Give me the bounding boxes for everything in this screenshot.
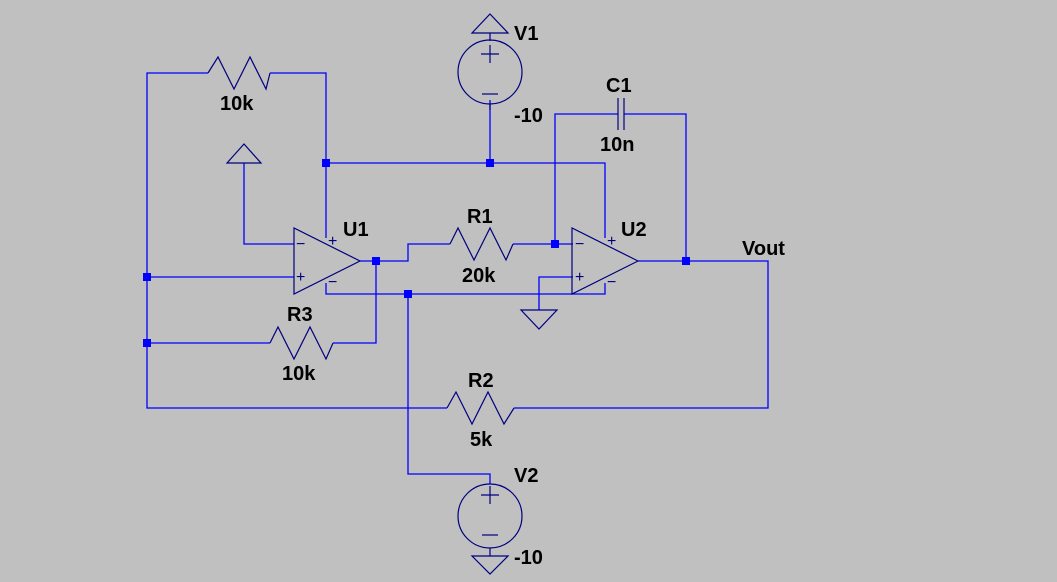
opamp-triangle-icon — [293, 227, 362, 295]
junction-dot — [322, 159, 330, 167]
wire-vout[interactable] — [514, 260, 769, 409]
wire-left-bus-top[interactable] — [146, 72, 208, 277]
wires — [146, 72, 769, 484]
wire-left-bus-bottom[interactable] — [146, 277, 447, 409]
voltage-source-v1[interactable]: V1 -10 — [457, 13, 543, 127]
supply-arrow-down-icon — [470, 555, 510, 575]
u1-vminus-mark: − — [328, 274, 337, 291]
junction-dot — [486, 159, 494, 167]
opamp-triangle-icon — [571, 227, 640, 295]
voltage-source-v2-designator: V2 — [514, 465, 538, 487]
resistor-r2-value: 5k — [470, 429, 493, 451]
capacitor-c1-value: 10n — [600, 134, 634, 156]
opamp-u2[interactable]: − + + − U2 — [571, 219, 647, 295]
u1-vplus-mark: + — [328, 233, 337, 250]
wire-u1-inminus-ground[interactable] — [243, 163, 294, 245]
resistor-zigzag-icon — [446, 390, 515, 426]
u2-vminus-mark: − — [607, 274, 616, 291]
wire-c1-left[interactable] — [554, 113, 618, 244]
wire-positive-rail[interactable] — [326, 162, 606, 238]
junction-dot — [682, 257, 690, 265]
u2-inminus-mark: − — [575, 236, 584, 253]
wire-negative-rail[interactable] — [325, 283, 606, 295]
u2-vplus-mark: + — [607, 233, 616, 250]
junction-dot — [372, 257, 380, 265]
junction-dot — [143, 339, 151, 347]
resistor-r2-designator: R2 — [468, 370, 494, 392]
voltage-source-v1-designator: V1 — [514, 23, 538, 45]
resistor-r3-value: 10k — [282, 363, 316, 385]
resistor-r3[interactable]: R3 10k — [269, 304, 334, 385]
u1-inminus-mark: − — [296, 236, 305, 253]
wire-u2-inplus-ground[interactable] — [538, 276, 573, 310]
resistor-r2[interactable]: R2 5k — [446, 370, 515, 451]
junction-dot — [404, 290, 412, 298]
u1-inplus-mark: + — [296, 269, 305, 286]
supply-arrow-up-icon — [470, 13, 510, 34]
resistor-r1[interactable]: R1 20k — [449, 206, 514, 287]
capacitor-c1[interactable]: C1 10n — [600, 75, 634, 156]
resistor-r3-designator: R3 — [287, 304, 313, 326]
ground-arrow-up-icon — [225, 143, 263, 164]
voltage-source-v2-value: -10 — [514, 547, 543, 569]
resistor-top[interactable]: 10k — [207, 55, 271, 115]
resistor-r1-designator: R1 — [467, 206, 493, 228]
opamp-u1[interactable]: − + + − U1 — [293, 219, 369, 295]
voltage-source-v2[interactable]: V2 -10 — [457, 465, 543, 575]
resistor-zigzag-icon — [269, 325, 334, 361]
resistor-r1-value: 20k — [462, 265, 496, 287]
voltage-source-v1-value: -10 — [514, 105, 543, 127]
opamp-u1-designator: U1 — [343, 219, 369, 241]
wire-top-res-right[interactable] — [270, 72, 327, 163]
capacitor-c1-designator: C1 — [606, 75, 632, 97]
resistor-zigzag-icon — [449, 226, 514, 262]
opamp-u2-designator: U2 — [621, 219, 647, 241]
wire-u1-out-r1[interactable] — [360, 243, 450, 262]
wire-v2-to-rail[interactable] — [407, 294, 491, 484]
net-label-vout: Vout — [742, 238, 785, 260]
junction-dot — [551, 240, 559, 248]
resistor-top-value: 10k — [220, 93, 254, 115]
wire-c1-right[interactable] — [624, 113, 687, 261]
u2-inplus-mark: + — [575, 269, 584, 286]
wire-r3-right[interactable] — [333, 261, 377, 344]
resistor-zigzag-icon — [207, 55, 271, 91]
ground-icon — [519, 309, 559, 330]
junction-dot — [143, 273, 151, 281]
junctions — [143, 159, 690, 347]
